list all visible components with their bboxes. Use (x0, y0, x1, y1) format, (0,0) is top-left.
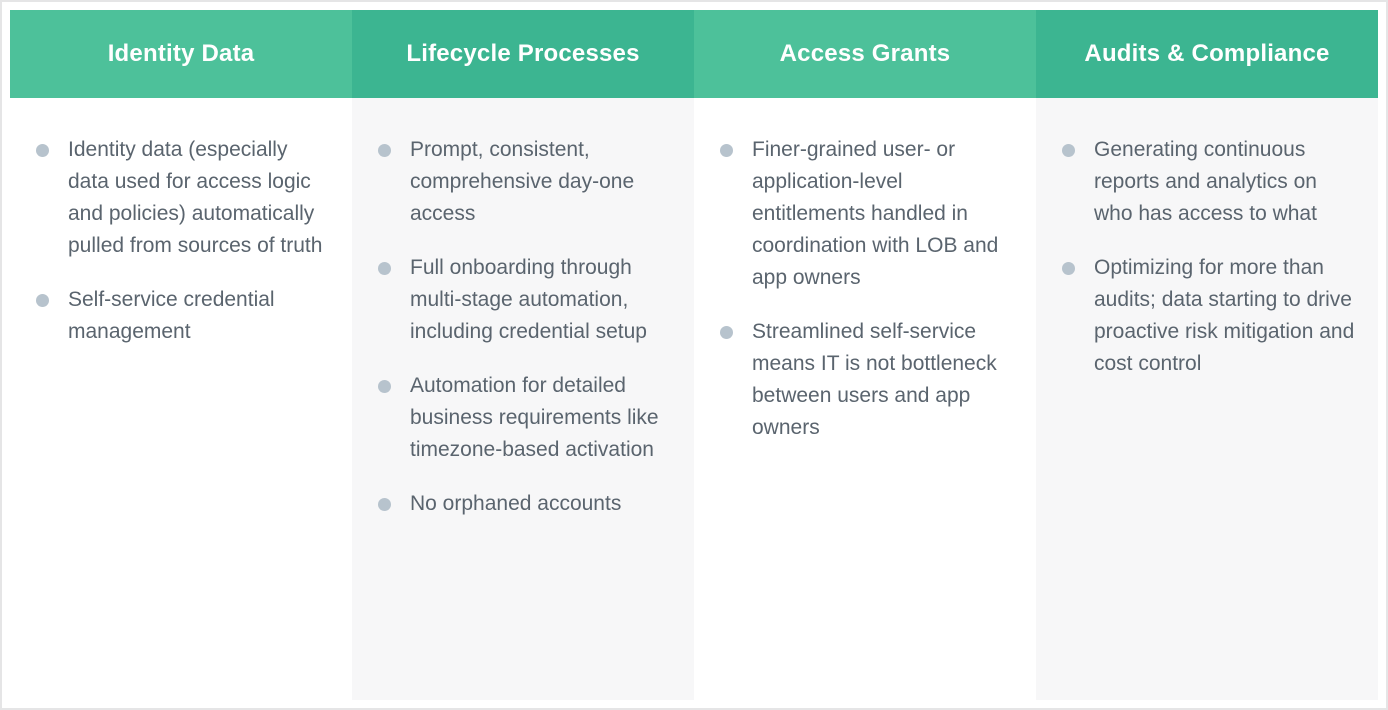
header-audits-compliance: Audits & Compliance (1036, 10, 1378, 98)
list-item-text: Identity data (especially data used for … (68, 138, 323, 257)
list-item-text: Streamlined self-service means IT is not… (752, 320, 997, 439)
column-identity-data: Identity Data Identity data (especially … (10, 10, 352, 700)
list-item: No orphaned accounts (378, 488, 676, 520)
body-audits-compliance: Generating continuous reports and analyt… (1036, 98, 1378, 700)
list-item: Streamlined self-service means IT is not… (720, 316, 1018, 444)
column-audits-compliance: Audits & Compliance Generating continuou… (1036, 10, 1378, 700)
list-item-text: Self-service credential management (68, 288, 275, 343)
list-item: Finer-grained user- or application-level… (720, 134, 1018, 294)
column-lifecycle-processes: Lifecycle Processes Prompt, consistent, … (352, 10, 694, 700)
bullet-icon (378, 498, 391, 511)
list-item-text: Full onboarding through multi-stage auto… (410, 256, 647, 343)
list-item-text: Prompt, consistent, comprehensive day-on… (410, 138, 635, 225)
bullet-icon (1062, 262, 1075, 275)
list-item-text: Optimizing for more than audits; data st… (1094, 256, 1355, 375)
bullet-icon (720, 144, 733, 157)
column-access-grants: Access Grants Finer-grained user- or app… (694, 10, 1036, 700)
bullet-icon (378, 262, 391, 275)
list-item-text: Generating continuous reports and analyt… (1094, 138, 1317, 225)
body-lifecycle-processes: Prompt, consistent, comprehensive day-on… (352, 98, 694, 700)
list-item: Optimizing for more than audits; data st… (1062, 252, 1360, 380)
bullet-icon (378, 380, 391, 393)
bullet-icon (36, 294, 49, 307)
bullet-icon (36, 144, 49, 157)
header-access-grants: Access Grants (694, 10, 1036, 98)
header-lifecycle-processes: Lifecycle Processes (352, 10, 694, 98)
list-item-text: Finer-grained user- or application-level… (752, 138, 999, 289)
list-item: Identity data (especially data used for … (36, 134, 334, 262)
bullet-icon (378, 144, 391, 157)
header-identity-data: Identity Data (10, 10, 352, 98)
list-item-text: No orphaned accounts (410, 492, 622, 515)
list-item: Generating continuous reports and analyt… (1062, 134, 1360, 230)
list-item: Automation for detailed business require… (378, 370, 676, 466)
list-item-text: Automation for detailed business require… (410, 374, 659, 461)
body-access-grants: Finer-grained user- or application-level… (694, 98, 1036, 700)
body-identity-data: Identity data (especially data used for … (10, 98, 352, 700)
bullet-icon (720, 326, 733, 339)
list-item: Prompt, consistent, comprehensive day-on… (378, 134, 676, 230)
list-item: Full onboarding through multi-stage auto… (378, 252, 676, 348)
comparison-table: Identity Data Identity data (especially … (10, 10, 1378, 700)
bullet-icon (1062, 144, 1075, 157)
list-item: Self-service credential management (36, 284, 334, 348)
